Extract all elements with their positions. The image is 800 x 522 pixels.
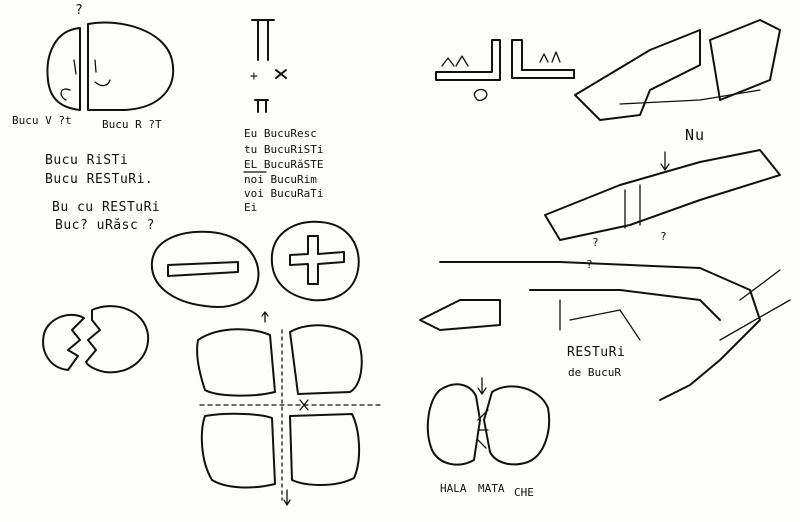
resturi-label: RESTuRi [567, 345, 625, 360]
che-label: CHE [514, 486, 534, 499]
resturi-perspective-sketch: RESTuRi de BucuR [419, 261, 791, 401]
street-section-sketch: Nu ? ? [544, 126, 781, 249]
crossroads-plan-sketch [196, 311, 381, 506]
nu-label: Nu [685, 126, 705, 144]
question-a: ? [592, 236, 599, 249]
conjugation-1: Eu BucuResc [244, 127, 317, 140]
wall-perspective-sketch [574, 19, 781, 121]
word-list: Bucu RiSTi Bucu RESTuRi. Bu cu RESTuRi B… [45, 153, 160, 233]
word-list-item-2: Bucu RESTuRi. [45, 172, 153, 187]
split-face-sketch: ? Bucu V ?t Bucu R ?T [12, 3, 175, 131]
face-left-label: Bucu V ?t [12, 114, 72, 127]
broken-blob-sketch [42, 305, 150, 374]
hala-label: HALA [440, 482, 467, 495]
face-right-label: Bucu R ?T [102, 118, 162, 131]
circle-cross-sketch [270, 220, 360, 302]
conjugation-6: Ei [244, 201, 257, 214]
de-bucur-label: de BucuR [568, 366, 621, 379]
conjugation-4: noi BucuRim [244, 173, 317, 186]
word-list-item-3: Bu cu RESTuRi [52, 200, 160, 215]
hala-matache-sketch: HALA MATA CHE [426, 377, 551, 499]
word-list-item-4: Buc? uRăsc ? [55, 218, 155, 233]
conjugation-list: Eu BucuResc tu BucuRiSTi EL BucuRăSTE no… [243, 127, 323, 214]
question-mark-top: ? [75, 3, 83, 18]
word-list-item-1: Bucu RiSTi [45, 153, 128, 168]
small-tunnel-sketch [435, 39, 575, 102]
circle-bar-sketch [150, 230, 260, 308]
question-b: ? [660, 230, 667, 243]
gate-symbols: + [250, 19, 287, 113]
question-c: ? [586, 258, 593, 271]
conjugation-2: tu BucuRiSTi [244, 143, 323, 156]
conjugation-5: voi BucuRaTi [244, 187, 323, 200]
plus-sign: + [250, 69, 258, 84]
mata-label: MATA [478, 482, 505, 495]
conjugation-3: EL BucuRăSTE [244, 158, 323, 171]
